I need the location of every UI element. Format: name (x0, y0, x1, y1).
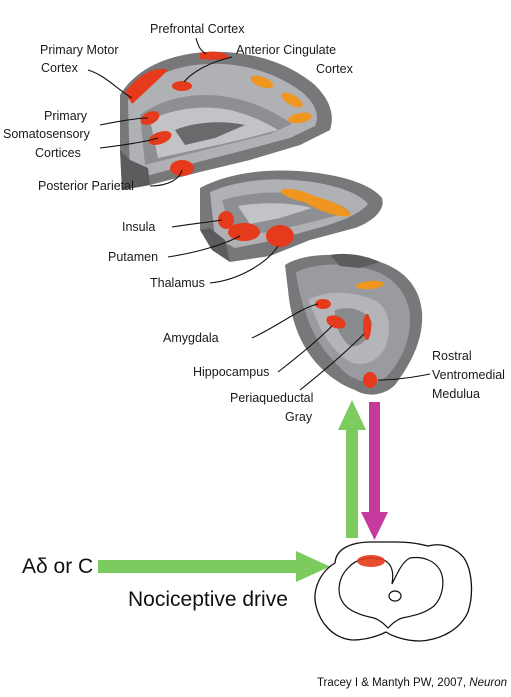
label-primary-motor-line1: Primary Motor (40, 43, 118, 57)
label-putamen: Putamen (108, 250, 158, 264)
label-rostral-line2: Ventromedial (432, 368, 505, 382)
citation-journal: Neuron (469, 677, 507, 689)
brainstem-slice (285, 254, 422, 395)
spinal-cord-cross-section (315, 542, 472, 641)
label-anterior-cingulate-line2: Cortex (316, 62, 354, 76)
putamen-activation (228, 223, 260, 241)
nociceptive-drive-label: Nociceptive drive (128, 588, 288, 611)
thalamus-activation (266, 225, 294, 247)
fiber-type-label: Aδ or C (22, 555, 93, 578)
label-prefrontal-cortex: Prefrontal Cortex (150, 22, 245, 36)
label-primary-somatosensory-line1: Primary (44, 109, 88, 123)
label-hippocampus: Hippocampus (193, 365, 269, 379)
pag-activation (363, 314, 371, 340)
label-anterior-cingulate-line1: Anterior Cingulate (236, 43, 336, 57)
parietal-activation (170, 160, 194, 176)
label-rostral-line3: Medulua (432, 387, 480, 401)
label-primary-somatosensory-line2: Somatosensory (3, 127, 91, 141)
label-periaqueductal-line1: Periaqueductal (230, 391, 313, 405)
cingulate-activation (172, 81, 192, 91)
label-primary-somatosensory-line3: Cortices (35, 146, 81, 160)
rvm-activation (363, 372, 377, 388)
descending-arrow (361, 402, 388, 540)
label-amygdala: Amygdala (163, 331, 219, 345)
label-primary-motor-line2: Cortex (41, 61, 79, 75)
ascending-arrow (338, 400, 366, 538)
label-posterior-parietal: Posterior Parietal (38, 179, 134, 193)
nociceptive-input-arrow (98, 551, 330, 582)
citation: Tracey I & Mantyh PW, 2007, Neuron (317, 677, 507, 689)
citation-authors: Tracey I & Mantyh PW, 2007, (317, 677, 466, 689)
label-periaqueductal-line2: Gray (285, 410, 313, 424)
label-insula: Insula (122, 220, 155, 234)
label-rostral-line1: Rostral (432, 349, 472, 363)
label-thalamus: Thalamus (150, 276, 205, 290)
dorsal-horn-activation (357, 555, 385, 567)
